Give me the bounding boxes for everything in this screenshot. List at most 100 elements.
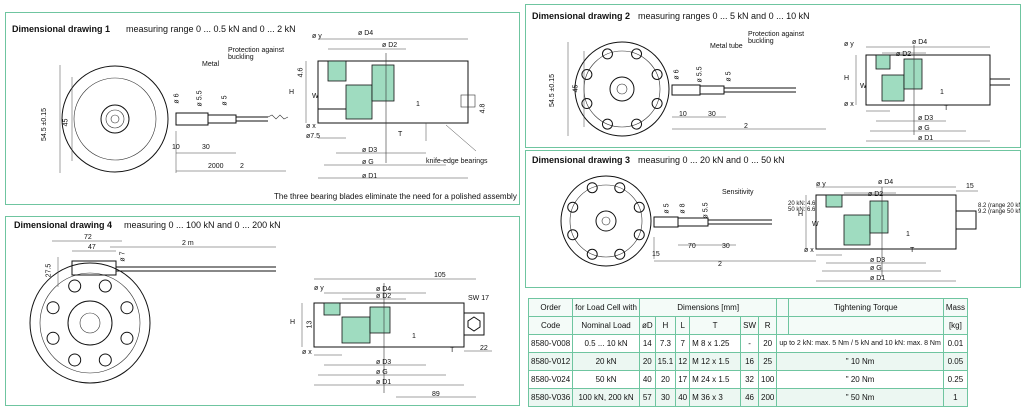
- cell-torque: " 50 Nm: [776, 388, 944, 407]
- d3-len70-label: 70: [688, 243, 696, 250]
- d3-phiD1-label: ø D1: [870, 275, 886, 282]
- mounting-hole: [581, 98, 593, 110]
- th-torque: Tightening Torque: [787, 298, 944, 317]
- d1-knife-label: knife-edge bearings: [426, 158, 488, 165]
- mounting-hole: [98, 353, 112, 367]
- cell-r: 20: [758, 334, 778, 353]
- cell-mass: 0.25: [942, 370, 968, 389]
- d4-one-label: 1: [412, 333, 416, 340]
- d3-phi8-label: ø 8: [679, 203, 687, 214]
- cell-code: 8580-V036: [527, 388, 574, 407]
- d2-mark2-label: 2: [744, 123, 748, 130]
- d2-phix-label: ø x: [844, 101, 854, 108]
- d1-len30-label: 30: [202, 144, 210, 151]
- d1-one-label: 1: [416, 101, 420, 108]
- cell-mass: 0.01: [942, 334, 968, 353]
- cell-l: 7: [675, 334, 691, 353]
- d4-d275-label: 27.5: [45, 263, 53, 278]
- d3-phiD2-label: ø D2: [868, 191, 884, 198]
- cell-code: 8580-V024: [527, 370, 574, 389]
- cell-t: M 12 x 1.5: [689, 352, 742, 371]
- mounting-hole: [651, 68, 663, 80]
- table-header-row-1: Order for Load Cell with Dimensions [mm]…: [527, 298, 968, 317]
- d4-len22-label: 22: [480, 345, 488, 352]
- table-header-row-2: Code Nominal Load øD H L T SW R [kg]: [527, 316, 968, 335]
- cell-l: 17: [675, 370, 691, 389]
- d1-phi5-label: ø 5: [221, 95, 229, 106]
- cell-t: M 24 x 1.5: [689, 370, 742, 389]
- cell-sw: 32: [740, 370, 760, 389]
- d1-phiy-label: ø y: [312, 33, 322, 40]
- drawing-2-panel: Dimensional drawing 2 measuring ranges 0…: [525, 4, 1021, 148]
- d2-protection-label: Protection against buckling: [748, 31, 805, 45]
- mounting-hole: [601, 118, 613, 130]
- drawing-3-title: Dimensional drawing 3: [532, 155, 631, 165]
- cell-h: 15.1: [654, 352, 677, 371]
- d3-phiD3-label: ø D3: [870, 257, 886, 264]
- th-loadcell: for Load Cell with: [572, 298, 640, 317]
- d2-phiD1-label: ø D1: [918, 135, 934, 142]
- mounting-hole: [586, 248, 598, 260]
- d1-phi55-label: ø 5.5: [196, 90, 204, 107]
- d4-phix-label: ø x: [302, 349, 312, 356]
- drawing-1-title: Dimensional drawing 1: [12, 24, 111, 34]
- d4-tT-label: T: [450, 347, 455, 354]
- d4-phiD2-label: ø D2: [376, 293, 392, 300]
- mounting-hole: [614, 248, 626, 260]
- d3-len30-label: 30: [722, 243, 730, 250]
- d2-phi5-label: ø 5: [725, 71, 733, 82]
- th-r: R: [758, 316, 778, 335]
- d2-d45-label: 45: [572, 84, 580, 93]
- table-row: 8580-V036 100 kN, 200 kN 57 30 40 M 36 x…: [527, 388, 968, 407]
- d1-phi6-label: ø 6: [173, 93, 181, 104]
- d1-protection-label: Protection against buckling: [228, 47, 285, 61]
- d4-phiD4-label: ø D4: [376, 286, 392, 293]
- d3-sensitivity-label: Sensitivity: [722, 189, 754, 196]
- d1-phiD3-label: ø D3: [362, 147, 378, 154]
- cell-t: M 36 x 3: [689, 388, 742, 407]
- th-nominal: Nominal Load: [572, 316, 640, 335]
- d1-d45-label: 45: [62, 118, 70, 127]
- mounting-hole: [631, 48, 643, 60]
- th-order: Order: [527, 298, 574, 317]
- cell-load: 100 kN, 200 kN: [572, 388, 640, 407]
- d2-hH-label: H: [844, 75, 850, 82]
- mounting-hole: [614, 182, 626, 194]
- d3-hW-label: W: [812, 221, 819, 228]
- cell-r: 200: [758, 388, 778, 407]
- d3-phix-label: ø x: [804, 247, 814, 254]
- cell-torque: up to 2 kN: max. 5 Nm / 5 kN and 10 kN: …: [776, 334, 944, 353]
- cell-d: 20: [638, 352, 656, 371]
- d2-phi6-label: ø 6: [673, 69, 681, 80]
- d1-phiD4-label: ø D4: [358, 30, 374, 37]
- drawing-2-figure: [567, 41, 1010, 142]
- d2-phiG-label: ø G: [918, 125, 930, 132]
- mounting-hole: [601, 48, 613, 60]
- th-blank-2: [787, 316, 944, 335]
- d4-len47-label: 47: [88, 244, 96, 251]
- d4-phiD3-label: ø D3: [376, 359, 392, 366]
- cell-l: 40: [675, 388, 691, 407]
- d1-h46-label: 4.6: [297, 67, 305, 78]
- th-l: L: [675, 316, 691, 335]
- cell-d: 57: [638, 388, 656, 407]
- cell-r: 25: [758, 352, 778, 371]
- d4-phiD1-label: ø D1: [376, 379, 392, 386]
- th-h: H: [654, 316, 677, 335]
- table-row: 8580-V012 20 kN 20 15.1 12 M 12 x 1.5 16…: [527, 352, 968, 371]
- cell-torque: " 10 Nm: [776, 352, 944, 371]
- cell-mass: 0.05: [942, 352, 968, 371]
- cell-t: M 8 x 1.25: [689, 334, 742, 353]
- d3-one-label: 1: [906, 231, 910, 238]
- d4-len89-label: 89: [432, 391, 440, 398]
- mounting-hole: [633, 229, 645, 241]
- d4-h13-label: 13: [306, 320, 314, 329]
- d3-rng-label: 8.2 (range 20 kN) 9.2 (range 50 kN): [978, 203, 1020, 215]
- d2-d545-label: 54.5 ±0.15: [549, 73, 557, 108]
- d1-phiD1-label: ø D1: [362, 173, 378, 180]
- drawing-1-range: measuring range 0 ... 0.5 kN and 0 ... 2…: [126, 24, 296, 34]
- d1-tT-label: T: [398, 131, 403, 138]
- th-d: øD: [638, 316, 656, 335]
- th-blank-r: [776, 298, 789, 317]
- d1-note: The three bearing blades eliminate the n…: [274, 192, 520, 201]
